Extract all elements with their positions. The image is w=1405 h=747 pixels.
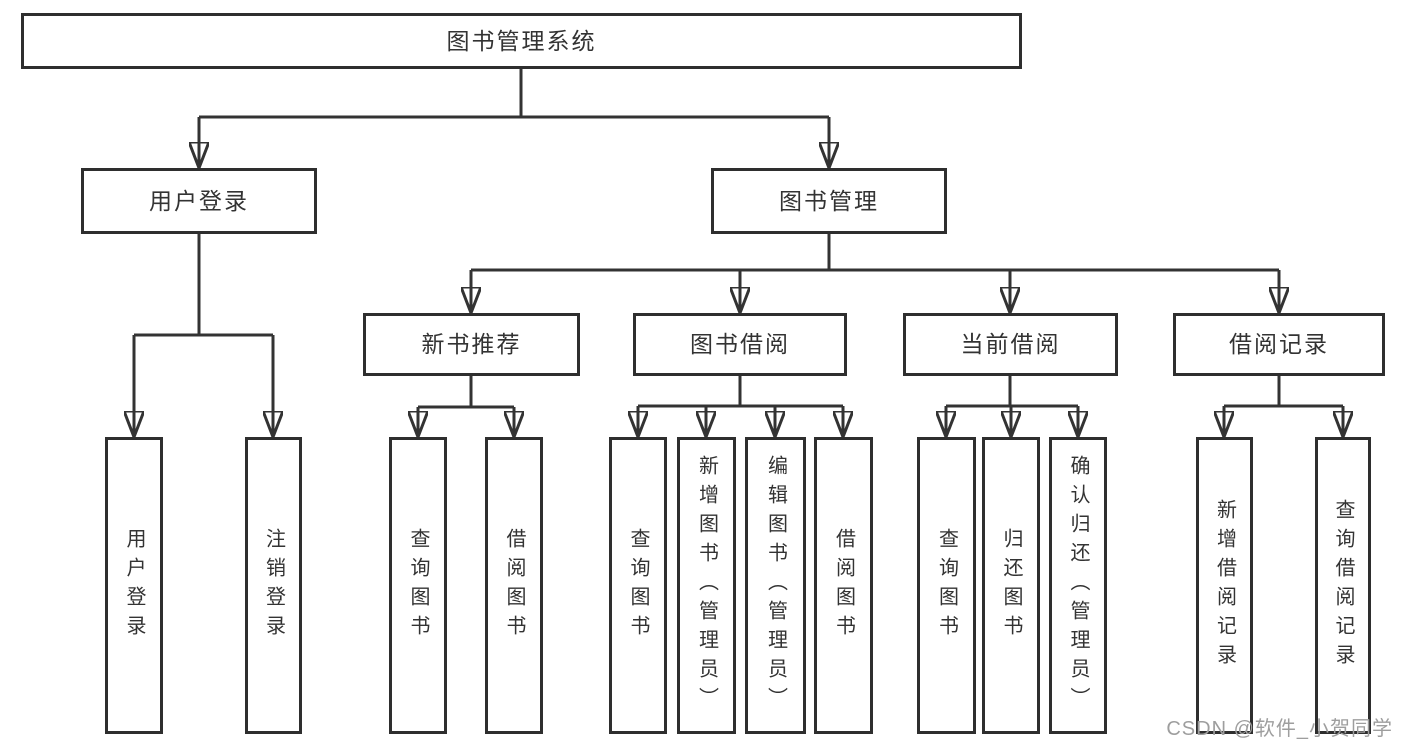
leaf-add-borrow-record: 新增借阅记录: [1196, 437, 1253, 734]
connector-root-to-level2: [199, 69, 829, 166]
leaf-query-books-current: 查询图书: [917, 437, 976, 734]
node-user-login: 用户登录: [81, 168, 317, 234]
leaf-query-books-borrow: 查询图书: [609, 437, 667, 734]
leaf-confirm-return-admin: 确认归还（管理员）: [1049, 437, 1107, 734]
node-book-borrowing: 图书借阅: [633, 313, 847, 376]
node-book-management: 图书管理: [711, 168, 947, 234]
connector-new-book-to-leaves: [418, 376, 514, 435]
node-current-borrowing: 当前借阅: [903, 313, 1118, 376]
leaf-user-login: 用户登录: [105, 437, 163, 734]
node-library-management-system: 图书管理系统: [21, 13, 1022, 69]
connector-book-management-to-level3: [471, 234, 1279, 311]
leaf-logout: 注销登录: [245, 437, 302, 734]
leaf-query-books-recommend: 查询图书: [389, 437, 447, 734]
leaf-query-borrow-record: 查询借阅记录: [1315, 437, 1371, 734]
connector-book-borrow-to-leaves: [638, 376, 843, 435]
leaf-edit-books-admin: 编辑图书（管理员）: [745, 437, 806, 734]
connector-borrow-records-to-leaves: [1224, 376, 1343, 435]
connector-user-login-to-leaves: [134, 234, 273, 435]
leaf-borrow-books: 借阅图书: [814, 437, 873, 734]
node-borrowing-records: 借阅记录: [1173, 313, 1385, 376]
node-new-book-recommendation: 新书推荐: [363, 313, 580, 376]
leaf-return-books: 归还图书: [982, 437, 1040, 734]
leaf-add-books-admin: 新增图书（管理员）: [677, 437, 736, 734]
connector-current-borrow-to-leaves: [946, 376, 1078, 435]
csdn-watermark: CSDN @软件_小贺同学: [1166, 718, 1393, 740]
leaf-borrow-books-recommend: 借阅图书: [485, 437, 543, 734]
